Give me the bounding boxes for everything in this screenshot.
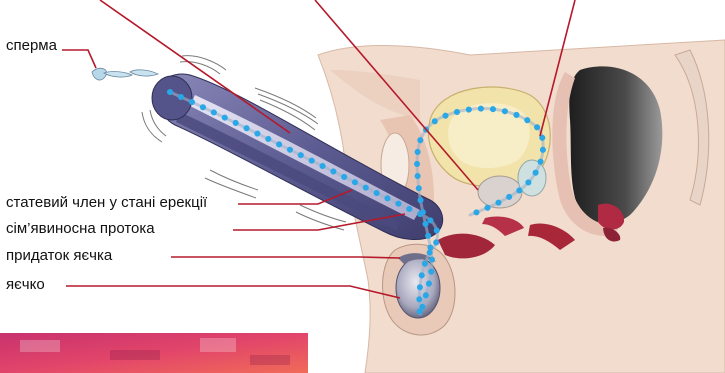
sperm-drops — [92, 68, 158, 80]
sperm-drop — [130, 70, 158, 76]
label-epididymis: придаток яєчка — [6, 247, 112, 265]
leader-epididymis — [171, 257, 400, 258]
label-sperm: сперма — [6, 37, 57, 55]
sperm-drop — [104, 72, 132, 78]
label-testis: яєчко — [6, 276, 45, 294]
leader-sperm — [62, 50, 96, 68]
leader-testis — [66, 286, 400, 298]
label-erect-penis: статевий член у стані ерекції — [6, 194, 207, 212]
sperm-drop — [92, 68, 107, 80]
label-vas-deferens: сім’явиносна протока — [6, 220, 155, 238]
